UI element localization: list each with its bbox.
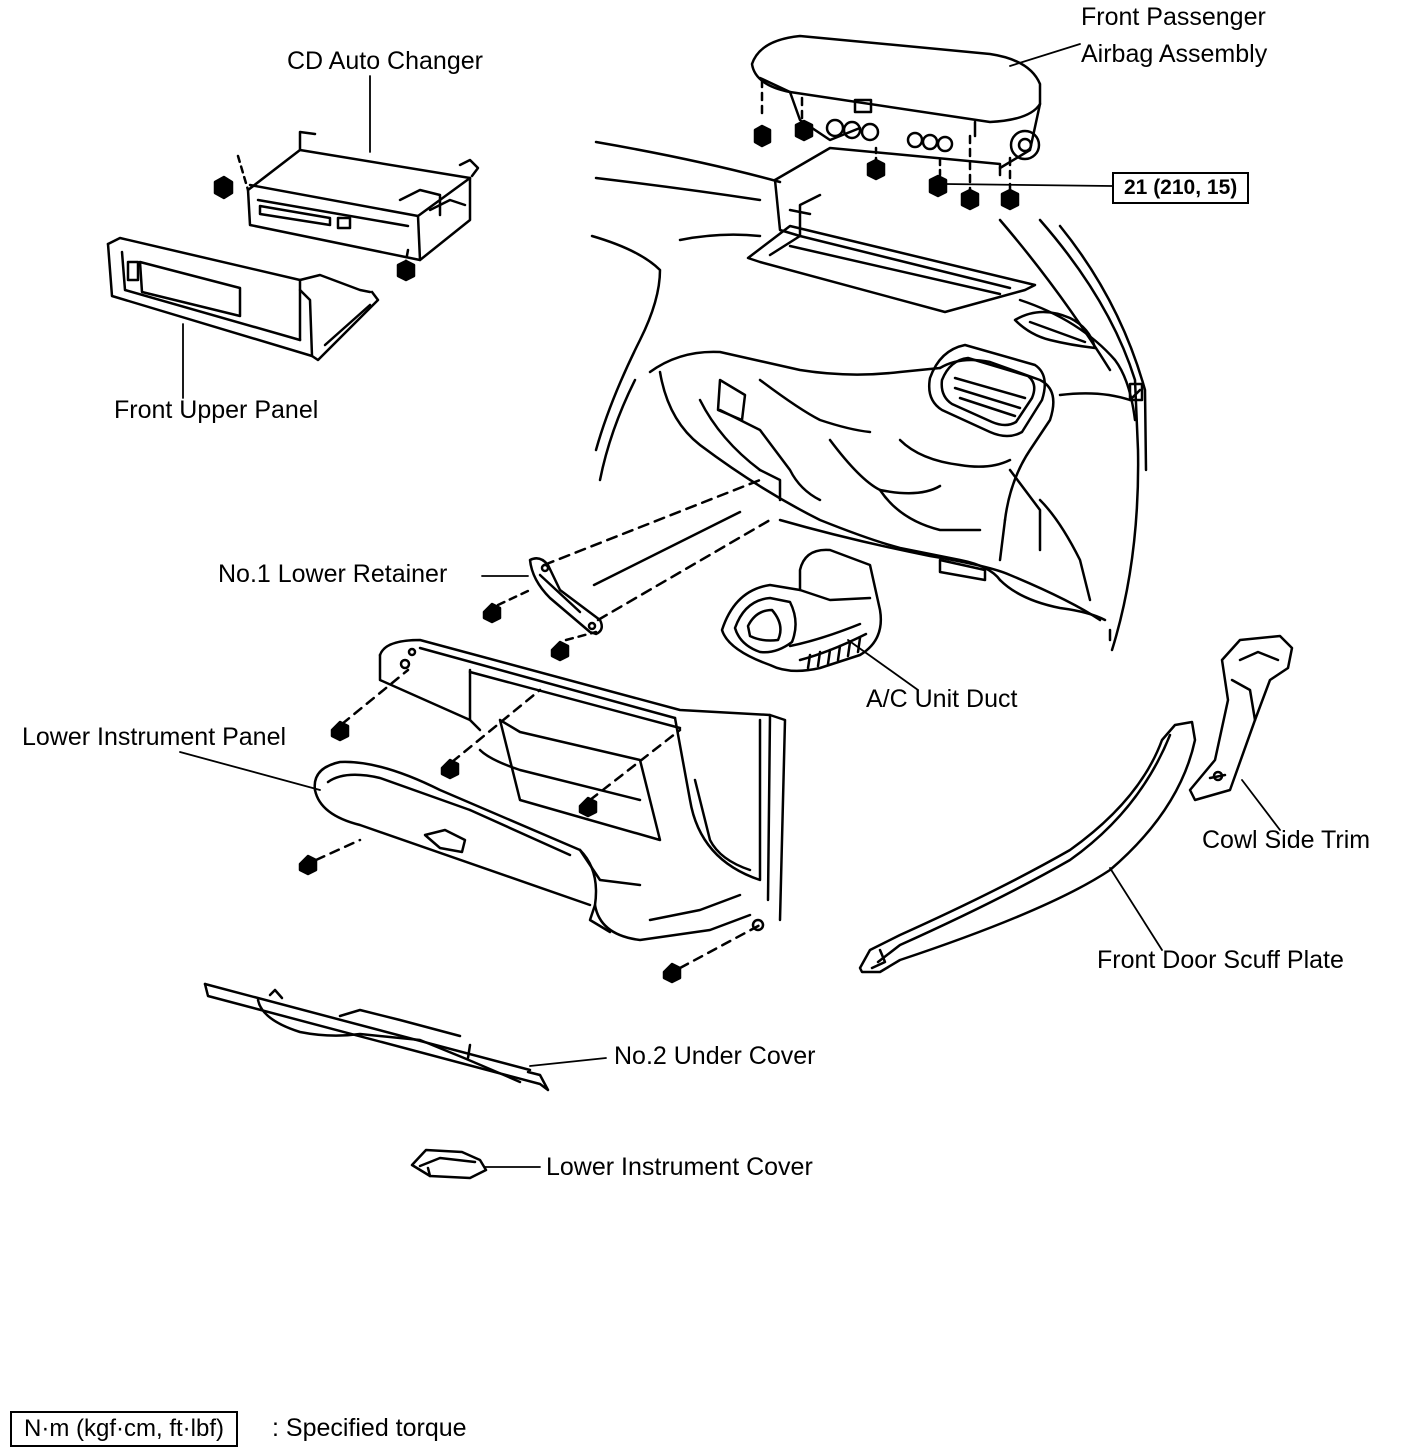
lower-instrument-cover [410,1148,488,1180]
label-lower-instrument-panel: Lower Instrument Panel [22,723,287,751]
label-ac-unit-duct: A/C Unit Duct [866,685,1018,713]
lower-retainer [482,478,772,662]
cowl-side-trim [1188,634,1294,802]
lower-instrument-panel [298,638,787,984]
legend-description: : Specified torque [272,1414,467,1442]
label-front-door-scuff-plate: Front Door Scuff Plate [1097,946,1344,974]
label-cowl-side-trim: Cowl Side Trim [1202,826,1371,854]
label-front-upper-panel: Front Upper Panel [114,396,319,424]
no2-under-cover [203,982,550,1092]
cd-auto-changer [213,130,480,282]
side-air-vent [1013,310,1097,350]
label-no2-under-cover: No.2 Under Cover [614,1042,816,1070]
label-no1-lower-retainer: No.1 Lower Retainer [218,560,448,588]
dashboard-body [590,140,1148,652]
front-upper-panel [106,236,380,362]
ac-unit-duct [720,548,883,673]
legend-torque-unit-box: N·m (kgf·cm, ft·lbf) [10,1411,238,1447]
center-air-vent [928,343,1047,438]
label-cd-auto-changer: CD Auto Changer [287,47,483,75]
torque-value-box: 21 (210, 15) [1112,172,1250,204]
label-airbag-assembly-line2: Airbag Assembly [1081,40,1268,68]
airbag-assembly [750,34,1042,238]
front-door-scuff-plate [858,720,1197,974]
leader-lines [179,43,1281,1168]
dash-opening [746,224,1037,314]
label-airbag-assembly-line1: Front Passenger [1081,3,1266,31]
label-lower-instrument-cover: Lower Instrument Cover [546,1153,813,1181]
